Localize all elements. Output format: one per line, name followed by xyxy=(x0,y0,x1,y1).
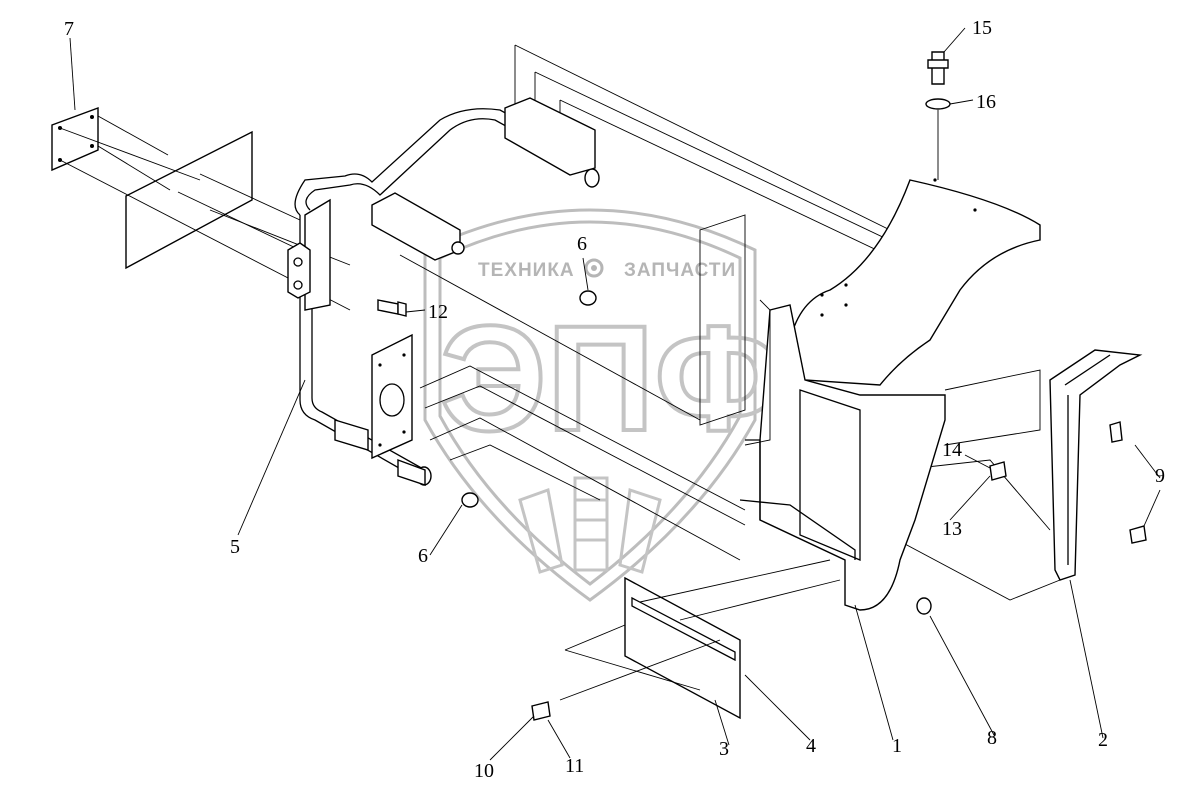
part-10-bolt xyxy=(531,701,551,721)
gear-icon xyxy=(584,258,604,278)
callout-9: 9 xyxy=(1155,465,1165,487)
part-3-plate xyxy=(564,576,741,720)
callout-15: 15 xyxy=(972,17,992,39)
part-16-washer xyxy=(925,98,951,110)
callout-8: 8 xyxy=(987,727,997,749)
callout-14: 14 xyxy=(942,439,962,461)
hinge-bracket-upper xyxy=(371,97,596,261)
callout-6-upper: 6 xyxy=(577,233,587,255)
part-14-bolt xyxy=(989,461,1007,481)
part-6-plug-lower xyxy=(461,492,479,508)
part-12-bolt xyxy=(377,299,407,317)
part-2-side-rail xyxy=(1049,349,1143,581)
part-9-bolt-lower xyxy=(1129,525,1147,544)
part-1-fairing xyxy=(739,178,1041,611)
vertical-bracket-plate xyxy=(371,333,413,460)
plate-rods xyxy=(559,559,841,701)
callout-12: 12 xyxy=(428,301,448,323)
callout-1: 1 xyxy=(892,735,902,757)
callout-6-lower: 6 xyxy=(418,545,428,567)
watermark: ТЕХНИКА ЗАПЧАСТИ ЭПФ xyxy=(423,208,785,602)
callout-3: 3 xyxy=(719,738,729,760)
callout-5: 5 xyxy=(230,536,240,558)
frame-rods xyxy=(419,365,746,561)
leader-lines xyxy=(69,27,1161,761)
part-9-bolt-upper xyxy=(1109,421,1123,443)
callout-4: 4 xyxy=(806,735,816,757)
callout-16: 16 xyxy=(976,91,996,113)
part-5-tube-frame xyxy=(294,108,600,486)
watermark-text-left: ТЕХНИКА xyxy=(478,260,575,281)
callout-13: 13 xyxy=(942,518,962,540)
part-8-nut xyxy=(916,597,932,615)
callout-7: 7 xyxy=(64,18,74,40)
callout-10: 10 xyxy=(474,760,494,782)
callout-2: 2 xyxy=(1098,729,1108,751)
watermark-shield-inner xyxy=(438,220,742,586)
hinge-bracket-left xyxy=(287,242,311,299)
watermark-shield xyxy=(423,208,757,602)
part-7-bracket xyxy=(51,106,99,172)
wheat-emblem xyxy=(518,476,662,574)
watermark-text-right: ЗАПЧАСТИ xyxy=(624,260,736,281)
callout-11: 11 xyxy=(565,755,584,777)
watermark-big-text: ЭПФ xyxy=(440,294,783,462)
callouts: 1 2 3 4 5 6 6 7 8 9 10 11 12 13 14 15 16 xyxy=(64,17,1165,782)
side-panel xyxy=(125,130,253,270)
part-6-plug-upper xyxy=(579,290,597,306)
part-15-bolt xyxy=(927,51,949,85)
